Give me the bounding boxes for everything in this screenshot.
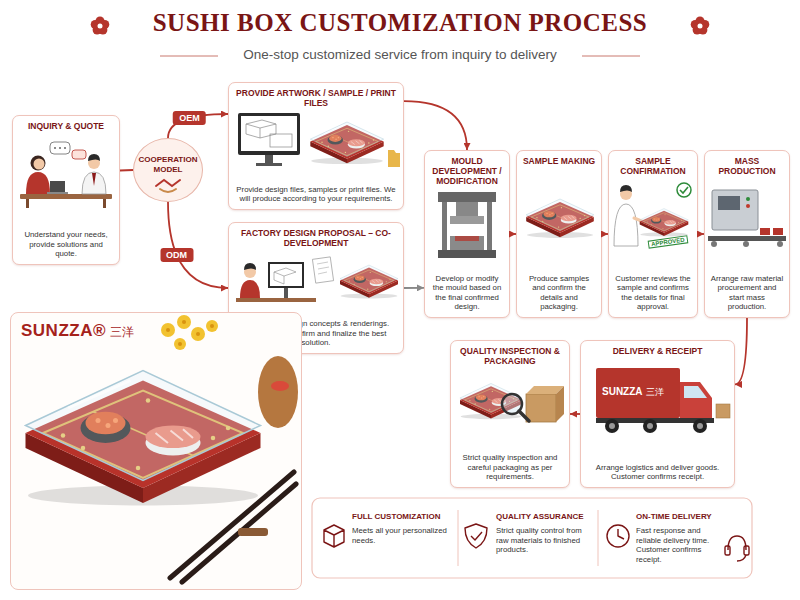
subtitle-rule — [582, 56, 640, 57]
title-flower — [91, 20, 100, 29]
node-body: Arrange raw material procurement and sta… — [710, 274, 784, 312]
title-flower — [100, 20, 109, 29]
node-body: Customer reviews the sample and confirms… — [614, 274, 692, 312]
title-flower — [98, 24, 103, 29]
node-body: Understand your needs, provide solutions… — [18, 230, 114, 259]
node-heading: MASS PRODUCTION — [710, 156, 784, 176]
node-body: Meets all your personalized needs. — [352, 526, 452, 545]
node-heading: COOPERATION MODEL — [134, 155, 202, 174]
title-flower — [698, 24, 703, 29]
cooperation-circle: COOPERATION MODEL — [133, 138, 203, 202]
node-heading: FULL CUSTOMIZATION — [352, 512, 452, 522]
node-body: Strict quality control from raw material… — [496, 526, 592, 555]
process-box: QUALITY INSPECTION & PACKAGING Strict qua… — [450, 340, 570, 488]
flow-arrow — [735, 318, 747, 384]
node-body: Produce samples and confirm the details … — [522, 274, 596, 312]
title-flower — [696, 17, 705, 26]
feature-icon — [728, 536, 746, 550]
title-flower — [691, 17, 710, 35]
node-heading: DELIVERY & RECEIPT — [586, 346, 729, 356]
feature-band — [458, 510, 459, 566]
title-flower — [96, 17, 105, 26]
process-box: MASS PRODUCTION Arrange raw material proc… — [704, 150, 790, 318]
node-heading: PROVIDE ARTWORK / SAMPLE / PRINT FILES — [234, 88, 398, 108]
edge-label: ODM — [160, 248, 193, 262]
feature-band — [312, 498, 752, 578]
feature-icon — [618, 529, 624, 539]
feature-item: ON-TIME DELIVERY Fast response and reliab… — [598, 502, 750, 576]
subtitle-rule — [160, 56, 218, 57]
truck-logo: 三洋 — [646, 386, 664, 399]
process-box: DELIVERY & RECEIPT Arrange logistics and … — [580, 340, 735, 488]
title-flower — [698, 26, 707, 35]
node-heading: ON-TIME DELIVERY — [636, 512, 720, 522]
node-heading: QUALITY INSPECTION & PACKAGING — [456, 346, 564, 366]
node-heading: SAMPLE MAKING — [522, 156, 596, 166]
title-flower — [693, 26, 702, 35]
title-flower — [91, 17, 110, 35]
process-box: SAMPLE MAKING Produce samples and confirm… — [516, 150, 602, 318]
node-heading: QUALITY ASSURANCE — [496, 512, 592, 522]
title-flower — [691, 20, 700, 29]
feature-icon — [607, 525, 629, 547]
flow-arrow — [120, 169, 133, 171]
diagram-title: SUSHI BOX CUSTOMIZATION PROCESS — [153, 9, 648, 37]
node-heading: SAMPLE CONFIRMATION — [614, 156, 692, 176]
node-body: Arrange logistics and deliver goods. Cus… — [586, 463, 729, 482]
node-body: Strict quality inspection and careful pa… — [456, 453, 564, 482]
feature-icon — [725, 546, 730, 555]
feature-band — [312, 498, 752, 578]
feature-icon — [324, 525, 344, 547]
edge-label: OEM — [173, 111, 206, 125]
process-box: SAMPLE CONFIRMATION Customer reviews the … — [608, 150, 698, 318]
feature-band — [598, 510, 599, 566]
brand-logo: SUNZZA® — [21, 321, 106, 341]
product-photo-frame: SUNZZA®三洋 — [10, 312, 302, 590]
brand-logo: 三洋 — [110, 324, 134, 341]
process-box: MOULD DEVELOPMENT / MODIFICATION Develop … — [424, 150, 510, 318]
feature-item: FULL CUSTOMIZATION Meets all your persona… — [314, 502, 458, 576]
title-flower — [98, 26, 107, 35]
node-heading: MOULD DEVELOPMENT / MODIFICATION — [430, 156, 504, 186]
truck-logo: SUNZZA — [602, 386, 643, 397]
oem-box: PROVIDE ARTWORK / SAMPLE / PRINT FILES Pr… — [228, 82, 404, 210]
node-body: Develop or modify the mould based on the… — [430, 274, 504, 312]
inquiry-box: INQUIRY & QUOTE Understand your needs, pr… — [12, 115, 120, 265]
title-flower — [93, 26, 102, 35]
feature-icon — [744, 546, 749, 555]
flow-arrow — [168, 202, 228, 288]
feature-icon — [471, 532, 482, 540]
node-heading: INQUIRY & QUOTE — [18, 121, 114, 131]
flow-arrow — [570, 413, 580, 415]
subtitle: One-stop customized service from inquiry… — [243, 47, 557, 62]
feature-item: QUALITY ASSURANCE Strict quality control … — [458, 502, 598, 576]
node-heading: FACTORY DESIGN PROPOSAL – CO-DEVELOPMENT — [234, 228, 398, 248]
title-flower — [700, 20, 709, 29]
flow-arrow — [404, 287, 424, 289]
node-body: Fast response and reliable delivery time… — [636, 526, 720, 564]
flow-arrow — [404, 101, 467, 150]
feature-icon — [465, 524, 487, 548]
node-body: Provide design files, samples or print f… — [234, 185, 398, 204]
feature-icon — [737, 555, 746, 561]
